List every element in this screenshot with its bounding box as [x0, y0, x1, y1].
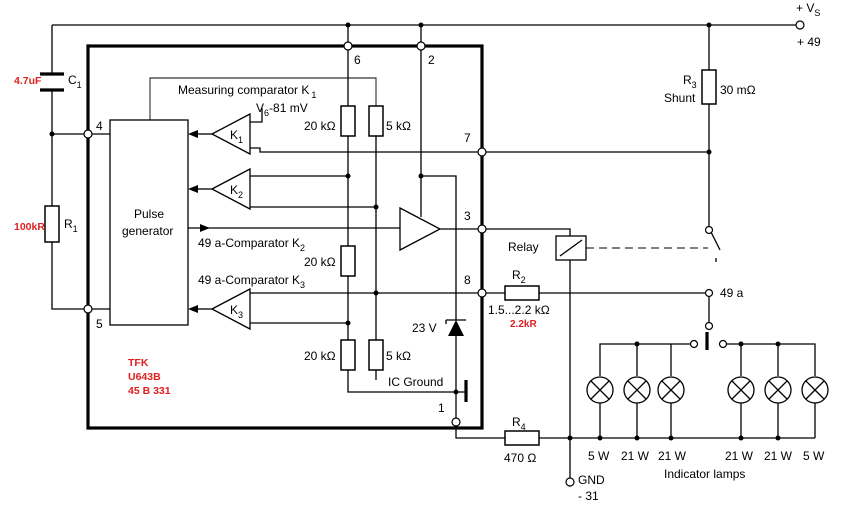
pin-4-label: 4 — [96, 119, 103, 133]
pin-6-label: 6 — [354, 53, 361, 67]
ic-outline — [86, 44, 484, 430]
ic-ground-label: IC Ground — [388, 375, 443, 389]
r3-value: 30 mΩ — [720, 83, 756, 97]
pin-2 — [416, 41, 426, 51]
resistor-r2 — [504, 285, 540, 301]
r4-value: 470 Ω — [504, 451, 536, 465]
lamp-rating-6: 5 W — [803, 449, 825, 463]
r-5k-c-label: 5 kΩ — [386, 349, 411, 363]
pin-4 — [83, 129, 93, 139]
r2-value: 2.2kR — [510, 319, 537, 330]
r-5k-a-label: 5 kΩ — [386, 119, 411, 133]
r3-shunt-label: Shunt — [664, 91, 696, 105]
vref-label: V6-81 mV — [256, 101, 308, 118]
pulse-generator-label-1: Pulse — [134, 207, 164, 221]
zener-label: 23 V — [412, 321, 437, 335]
relay-switch — [710, 231, 721, 251]
terminal-49a — [704, 288, 714, 298]
ic-red-label-2: U643B — [128, 371, 161, 383]
indicator-lamps-label: Indicator lamps — [664, 467, 745, 481]
pin-8 — [477, 288, 487, 298]
resistor-r1 — [44, 205, 60, 243]
resistor-20k-mid — [340, 245, 356, 277]
lamp-1 — [586, 376, 614, 404]
vs-label: + VS — [796, 1, 820, 18]
capacitor-c1 — [40, 72, 64, 92]
pulse-generator-box — [109, 119, 189, 326]
resistor-20k-top — [340, 105, 356, 137]
r-20k-b-label: 20 kΩ — [304, 255, 336, 269]
pin-6 — [343, 41, 353, 51]
gnd-terminal-label: - 31 — [578, 489, 599, 503]
pulse-generator-label-2: generator — [122, 224, 173, 238]
r4-label: R4 — [512, 415, 526, 432]
terminal-49a-label: 49 a — [720, 286, 744, 300]
k2-label: K2 — [230, 183, 243, 200]
gnd-label: GND — [578, 473, 605, 487]
r-20k-c-label: 20 kΩ — [304, 349, 336, 363]
gnd-terminal — [565, 477, 575, 487]
lamp-6 — [801, 376, 829, 404]
vs-terminal-label: + 49 — [797, 35, 821, 49]
relay-label: Relay — [508, 240, 539, 254]
resistor-5k-bot — [368, 339, 384, 371]
pin-7-label: 7 — [464, 131, 471, 145]
lamp-rating-5: 21 W — [764, 449, 793, 463]
resistor-r3-shunt — [701, 69, 717, 105]
k1-label: K1 — [230, 128, 243, 145]
r1-label: R1 — [64, 217, 78, 234]
comparator-k2 — [210, 167, 251, 211]
lamp-rating-4: 21 W — [725, 449, 754, 463]
comparator-k3 — [210, 287, 251, 331]
r3-label: R3 — [683, 73, 697, 90]
c1-value: 4.7uF — [14, 75, 42, 87]
k3-label: K3 — [230, 303, 243, 320]
pin-1 — [451, 417, 461, 427]
comparator-k1 — [210, 112, 251, 156]
r2-label: R2 — [512, 268, 526, 285]
lamp-rating-2: 21 W — [621, 449, 650, 463]
comp-k2-label: 49 a-Comparator K2 — [198, 236, 305, 253]
ic-red-label-1: TFK — [128, 357, 149, 369]
pin-8-label: 8 — [464, 273, 471, 287]
resistor-5k-top — [368, 105, 384, 137]
lamp-3 — [657, 376, 685, 404]
pin-1-label: 1 — [438, 401, 445, 415]
comp-k3-label: 49 a-Comparator K3 — [198, 273, 305, 290]
lamp-4 — [727, 376, 755, 404]
pin-5-label: 5 — [96, 317, 103, 331]
r1-value: 100kR — [14, 221, 45, 233]
resistor-r4 — [504, 430, 540, 446]
zener-diode — [448, 320, 464, 336]
lamp-rating-1: 5 W — [588, 449, 610, 463]
resistor-20k-bot — [340, 339, 356, 371]
ic-red-label-3: 45 B 331 — [128, 385, 171, 397]
pin-7 — [477, 147, 487, 157]
c1-label: C1 — [68, 73, 82, 90]
pin-2-label: 2 — [428, 53, 435, 67]
pin-5 — [83, 304, 93, 314]
lamp-rating-3: 21 W — [658, 449, 687, 463]
vs-terminal — [795, 20, 805, 30]
driver-amplifier — [399, 206, 442, 252]
r2-range: 1.5...2.2 kΩ — [488, 303, 550, 317]
lamp-2 — [623, 376, 651, 404]
pin-3-label: 3 — [464, 209, 471, 223]
r-20k-a-label: 20 kΩ — [304, 119, 336, 133]
lamp-5 — [764, 376, 792, 404]
pin-3 — [477, 224, 487, 234]
